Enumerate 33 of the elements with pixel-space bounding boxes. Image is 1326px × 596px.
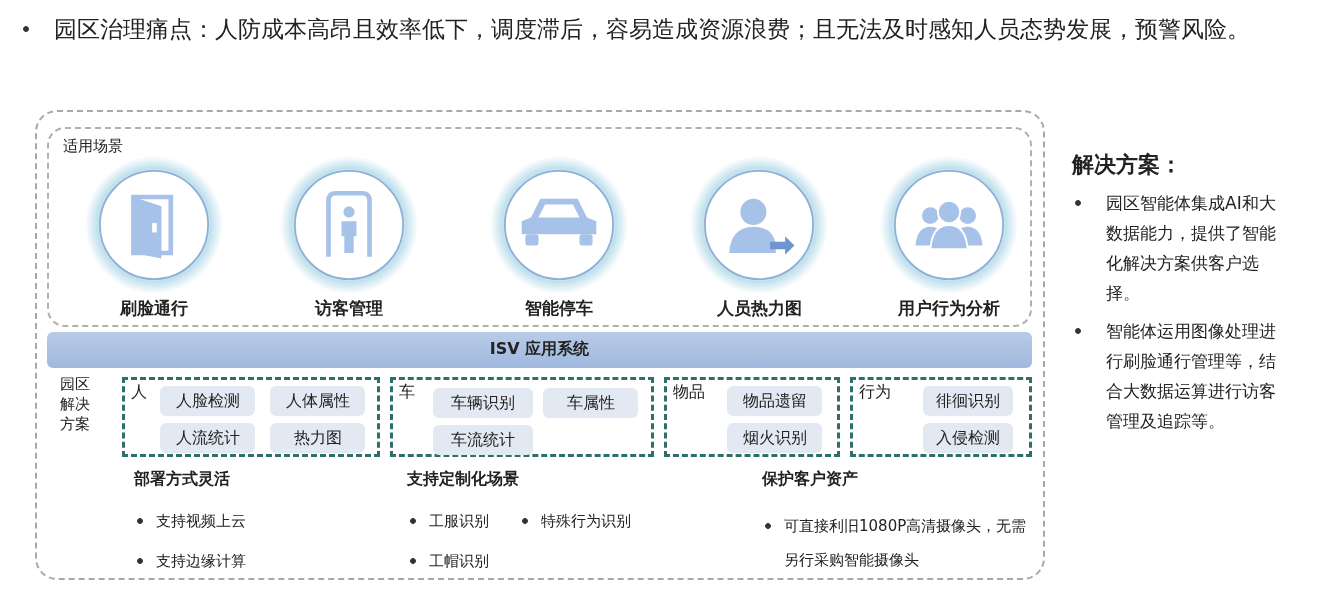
feature-heading: 支持定制化场景 bbox=[407, 468, 520, 490]
feature-tag: 车流统计 bbox=[433, 425, 533, 455]
category-panel bbox=[122, 377, 380, 457]
feature-tag: 热力图 bbox=[270, 423, 365, 453]
category-panel bbox=[850, 377, 1032, 457]
feature-tag: 徘徊识别 bbox=[923, 386, 1013, 416]
category-heading: 车 bbox=[399, 382, 415, 403]
solution-heading: 解决方案： bbox=[1072, 151, 1183, 179]
feature-tag: 物品遗留 bbox=[727, 386, 822, 416]
category-heading: 人 bbox=[131, 382, 147, 403]
scene-caption: 人员热力图 bbox=[716, 297, 802, 320]
feature-tag: 车辆识别 bbox=[433, 388, 533, 418]
scene-caption: 访客管理 bbox=[315, 297, 383, 320]
category-heading: 行为 bbox=[859, 382, 891, 403]
feature-tag: 入侵检测 bbox=[923, 423, 1013, 453]
scene-caption: 刷脸通行 bbox=[120, 297, 188, 320]
feature-tag: 烟火识别 bbox=[727, 423, 822, 453]
system-bar: ISV 应用系统 bbox=[47, 332, 1032, 368]
scene-caption: 智能停车 bbox=[525, 297, 593, 320]
feature-tag: 人流统计 bbox=[160, 423, 255, 453]
feature-heading: 部署方式灵活 bbox=[134, 468, 231, 490]
panel-heading: 适用场景 bbox=[63, 137, 123, 156]
feature-tag: 车属性 bbox=[543, 388, 638, 418]
category-panel bbox=[664, 377, 840, 457]
section-label: 园区解决方案 bbox=[60, 374, 91, 434]
dashed-frame bbox=[35, 110, 1045, 580]
scene-caption: 用户行为分析 bbox=[898, 297, 1000, 320]
feature-tag: 人体属性 bbox=[270, 386, 365, 416]
feature-heading: 保护客户资产 bbox=[762, 468, 859, 490]
category-heading: 物品 bbox=[673, 382, 705, 403]
category-panel bbox=[390, 377, 654, 457]
feature-tag: 人脸检测 bbox=[160, 386, 255, 416]
scene-panel bbox=[47, 127, 1032, 327]
